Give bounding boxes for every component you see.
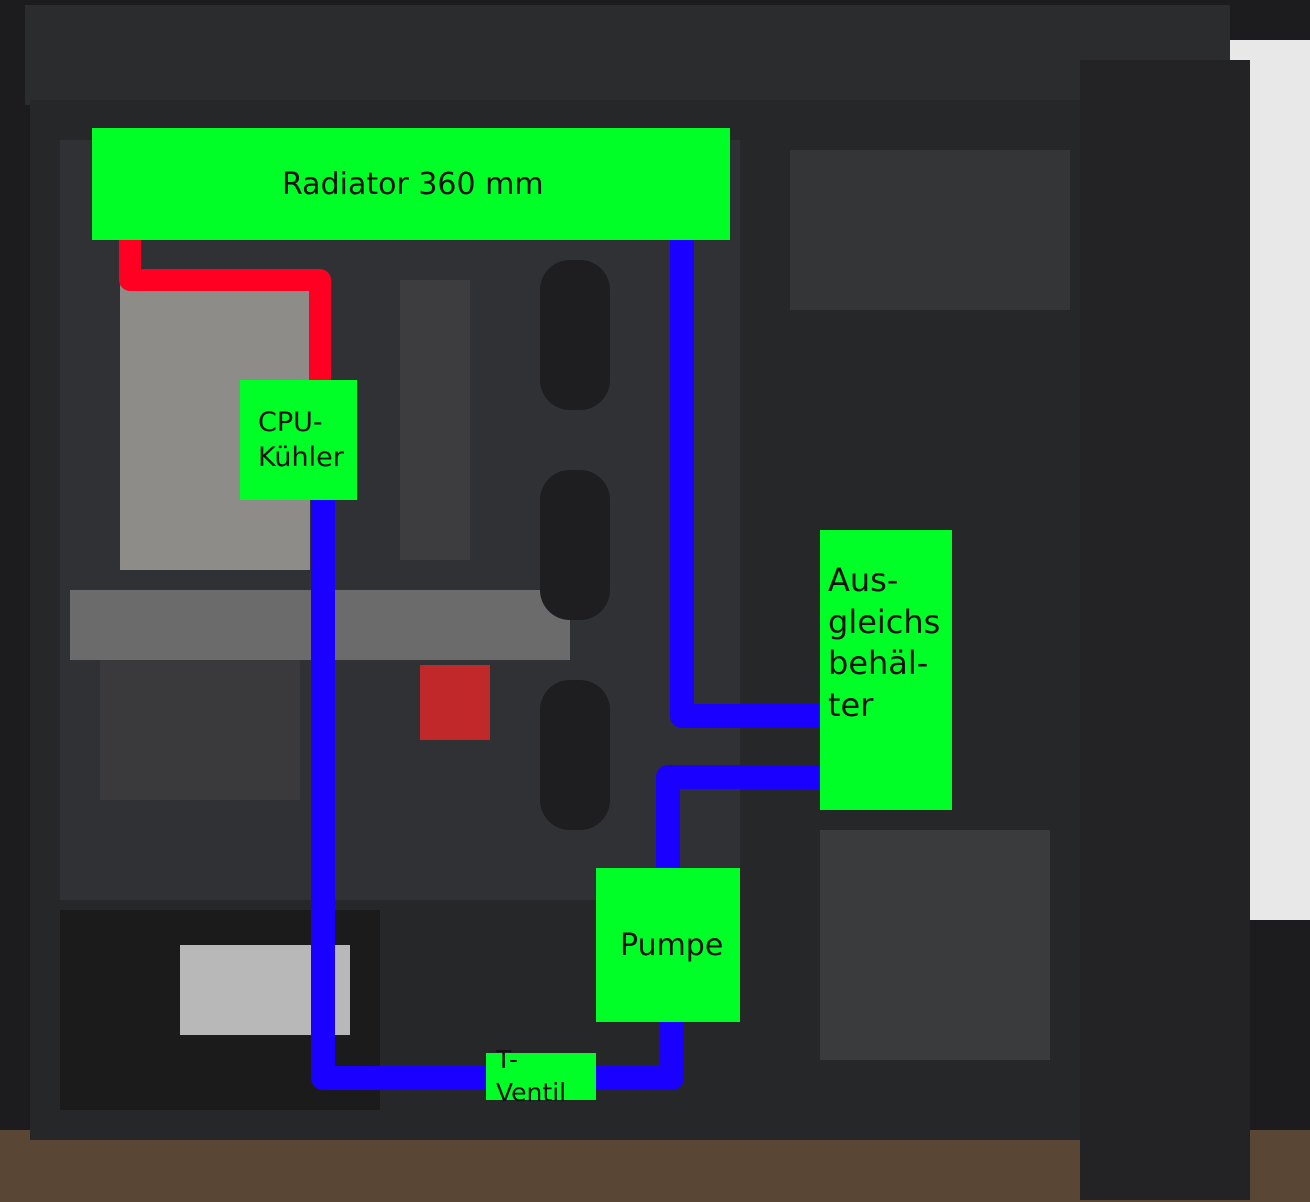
case-door bbox=[1080, 60, 1250, 1200]
pump-label: Pumpe bbox=[596, 868, 740, 1022]
reservoir-label: Aus- gleichs behäl- ter bbox=[820, 530, 952, 810]
radiator-label: Radiator 360 mm bbox=[92, 128, 730, 240]
hot-tube bbox=[119, 240, 331, 380]
chipset-heatsink bbox=[420, 665, 490, 740]
t-valve-text: T- Ventil bbox=[496, 1045, 567, 1107]
tube-radiator-to-reservoir bbox=[670, 240, 820, 728]
cable-grommet bbox=[540, 470, 610, 620]
drive-bays-bottom bbox=[820, 830, 1050, 1060]
cable-grommet bbox=[540, 260, 610, 410]
tube-pump-to-reservoir bbox=[656, 765, 820, 868]
cable-grommet bbox=[540, 680, 610, 830]
pcie-slots bbox=[100, 660, 300, 800]
radiator-text: Radiator 360 mm bbox=[282, 166, 544, 202]
t-valve-label: T- Ventil bbox=[486, 1045, 596, 1107]
cpu-cooler-label: CPU- Kühler bbox=[240, 380, 357, 500]
case-top bbox=[25, 5, 1230, 105]
pump-text: Pumpe bbox=[620, 927, 724, 963]
ram-slots bbox=[400, 280, 470, 560]
drive-bays-top bbox=[790, 150, 1070, 310]
